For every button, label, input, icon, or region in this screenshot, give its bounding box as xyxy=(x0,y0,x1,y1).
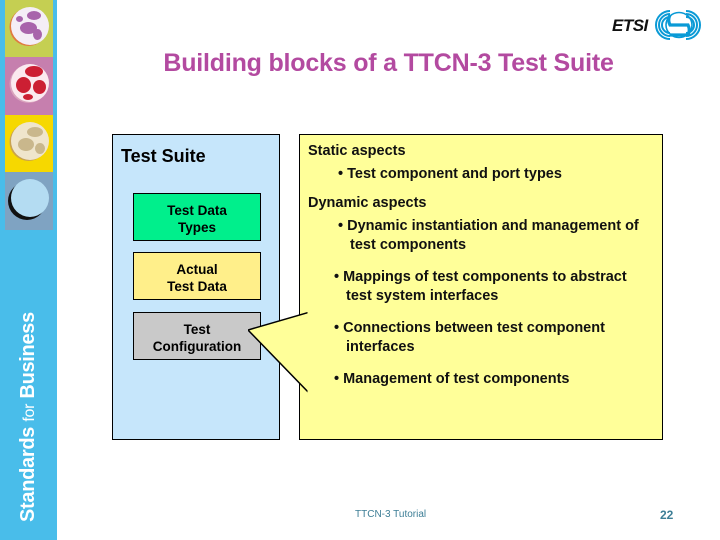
branding-sidebar: Standards for Business xyxy=(0,0,57,540)
box-test-data-types[interactable]: Test Data Types xyxy=(133,193,261,241)
sidebar-square-globe-yellow xyxy=(5,115,53,173)
static-aspects-bullet-0: • Test component and port types xyxy=(338,166,562,182)
box-actual-test-data-line1: Actual xyxy=(176,262,218,277)
dynamic-aspects-heading: Dynamic aspects xyxy=(308,195,427,211)
globe-icon xyxy=(11,64,49,102)
sidebar-square-sphere-steel xyxy=(5,172,53,230)
aspects-panel: Static aspects • Test component and port… xyxy=(299,134,663,440)
globe-icon xyxy=(11,7,49,45)
box-test-data-types-line2: Types xyxy=(177,220,216,235)
box-test-data-types-line1: Test Data xyxy=(167,203,227,218)
sidebar-tagline-word-standards: Standards xyxy=(17,426,39,522)
sidebar-tagline-word-business: Business xyxy=(17,312,39,399)
static-aspects-heading: Static aspects xyxy=(308,143,406,159)
etsi-swoosh-globe-icon xyxy=(655,10,701,40)
box-test-configuration[interactable]: Test Configuration xyxy=(133,312,261,360)
footer-label: TTCN-3 Tutorial xyxy=(355,509,427,520)
dynamic-aspects-bullet-2: • Connections between test component int… xyxy=(334,320,605,355)
footer-page-number: 22 xyxy=(660,508,674,522)
box-test-configuration-line2: Configuration xyxy=(152,339,242,354)
sphere-icon xyxy=(11,179,49,217)
sidebar-square-globe-mauve xyxy=(5,57,53,115)
box-actual-test-data[interactable]: Actual Test Data xyxy=(133,252,261,300)
sidebar-square-globe-olive xyxy=(5,0,53,58)
page-title: Building blocks of a TTCN-3 Test Suite xyxy=(163,49,614,77)
test-suite-panel: Test Suite Test Data Types Actual Test D… xyxy=(112,134,280,440)
dynamic-aspects-bullet-3: • Management of test components xyxy=(334,371,570,387)
callout-tail xyxy=(248,312,310,394)
dynamic-aspects-bullet-0: • Dynamic instantiation and management o… xyxy=(338,218,639,253)
etsi-logo: ETSI xyxy=(612,10,708,40)
sidebar-tagline-word-for: for xyxy=(21,403,38,422)
etsi-wordmark: ETSI xyxy=(612,16,648,35)
test-suite-heading: Test Suite xyxy=(121,146,206,166)
globe-icon xyxy=(11,122,49,160)
dynamic-aspects-bullet-1: • Mappings of test components to abstrac… xyxy=(334,269,627,304)
box-test-configuration-line1: Test xyxy=(183,322,211,337)
box-actual-test-data-line2: Test Data xyxy=(167,279,227,294)
